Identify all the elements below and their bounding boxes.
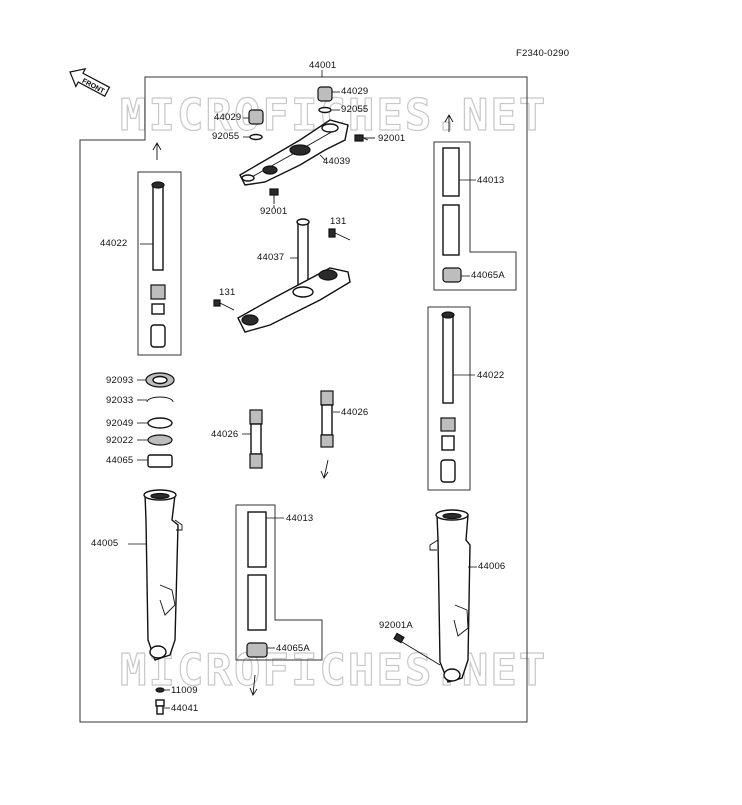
outer-tube-44006 xyxy=(429,509,471,683)
label-44022-left: 44022 xyxy=(100,238,128,249)
inner-tube-44022-right xyxy=(440,311,456,483)
label-131-right: 131 xyxy=(330,216,347,227)
label-92049: 92049 xyxy=(106,418,134,429)
oil-seal-stack xyxy=(145,372,175,468)
label-44001: 44001 xyxy=(309,60,337,71)
diagram-code: F2340-0290 xyxy=(516,48,570,59)
label-44065: 44065 xyxy=(106,455,134,466)
label-44037: 44037 xyxy=(257,252,285,263)
group-frame-44022-right xyxy=(427,306,471,491)
label-44029-right: 44029 xyxy=(341,86,369,97)
label-44005: 44005 xyxy=(91,538,119,549)
label-44065A-lower: 44065A xyxy=(276,643,310,654)
group-frame-44013-lower xyxy=(235,504,323,661)
label-44013-lower: 44013 xyxy=(286,513,314,524)
label-92033: 92033 xyxy=(106,395,134,406)
stem-44037 xyxy=(237,218,351,333)
group-frame-44022-left xyxy=(137,171,182,356)
fork-spring-44026-right xyxy=(320,390,334,448)
label-11009: 11009 xyxy=(171,685,198,696)
label-44026-right: 44026 xyxy=(341,407,369,418)
label-92022: 92022 xyxy=(106,435,134,446)
cap-bolt-44029-right xyxy=(317,86,333,114)
upper-bracket-44039 xyxy=(239,119,349,186)
label-44029-left: 44029 xyxy=(214,112,242,123)
watermark-bottom: MICROFICHES.NET xyxy=(120,645,547,696)
assembly-frame xyxy=(79,76,528,723)
label-44006: 44006 xyxy=(478,561,506,572)
bolt-92001A xyxy=(393,632,441,666)
bolt-131-right xyxy=(328,228,351,241)
direction-arrow-icon xyxy=(152,114,454,696)
damper-rod-44013-right xyxy=(442,147,462,283)
label-44039: 44039 xyxy=(323,156,351,167)
label-44026-left: 44026 xyxy=(211,429,239,440)
inner-tube-44022-left xyxy=(150,181,166,348)
label-92055-right: 92055 xyxy=(341,104,369,115)
leader-lines xyxy=(128,91,477,709)
cap-bolt-44029-left xyxy=(248,109,264,141)
washer-11009 xyxy=(155,687,165,693)
label-92093: 92093 xyxy=(106,375,134,386)
bolt-92001-lower xyxy=(269,188,279,204)
bolt-131-left xyxy=(213,299,235,311)
label-44065A-right: 44065A xyxy=(471,270,505,281)
label-44013-right: 44013 xyxy=(477,175,505,186)
outer-tube-44005 xyxy=(143,489,183,661)
fork-spring-44026-left xyxy=(249,409,263,469)
label-92001-lower: 92001 xyxy=(260,206,288,217)
bolt-44041 xyxy=(155,699,165,715)
label-92001A: 92001A xyxy=(379,620,413,631)
label-92055-left: 92055 xyxy=(212,131,240,142)
damper-rod-44013-lower xyxy=(246,511,268,658)
label-44022-right: 44022 xyxy=(477,370,505,381)
front-arrow-icon: FRONT xyxy=(69,67,111,97)
label-92001-right: 92001 xyxy=(378,133,406,144)
label-44041: 44041 xyxy=(171,703,199,714)
label-131-left: 131 xyxy=(219,287,236,298)
group-frame-44013-right xyxy=(433,141,517,291)
